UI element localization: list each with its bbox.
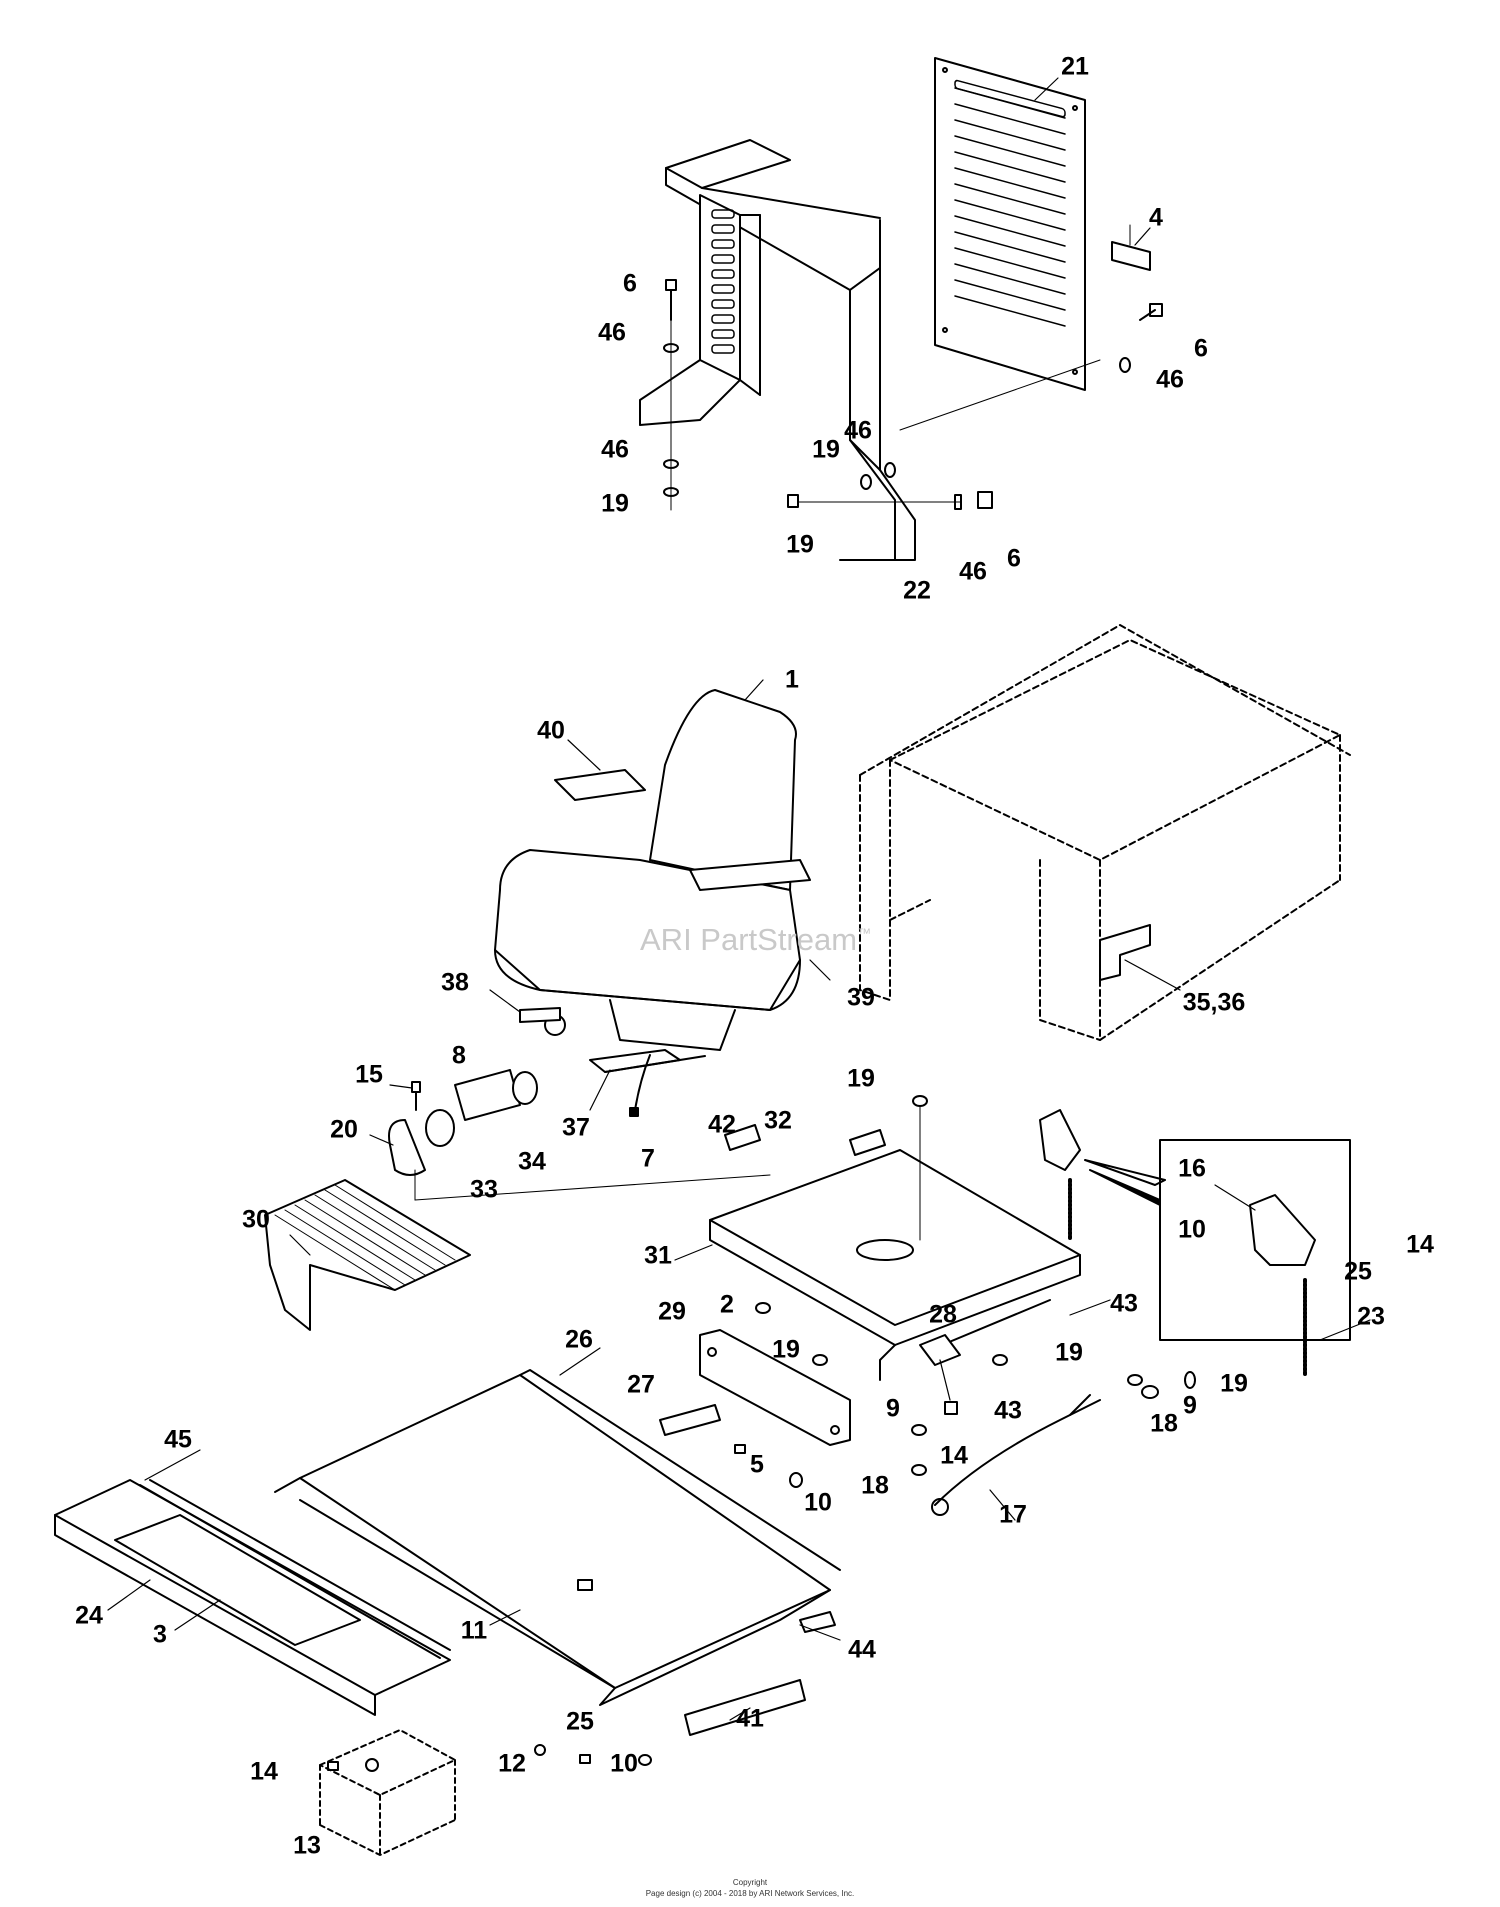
part-callout-c-19b: 19: [601, 490, 629, 518]
part-callout-c-37: 37: [562, 1114, 590, 1142]
part-callout-c-32: 32: [764, 1107, 792, 1135]
part-callout-c-16: 16: [1178, 1155, 1206, 1183]
part-callout-c-46b: 46: [1156, 366, 1184, 394]
part-callout-c-12: 12: [498, 1750, 526, 1778]
part-callout-c-41: 41: [736, 1705, 764, 1733]
part-callout-c-46c: 46: [844, 417, 872, 445]
part-callout-c-42: 42: [708, 1111, 736, 1139]
footer-page-design: Page design (c) 2004 - 2018 by ARI Netwo…: [645, 1889, 855, 1898]
part-callout-c-19a: 19: [812, 436, 840, 464]
part-callout-c-10c: 10: [610, 1750, 638, 1778]
part-callout-c-46d: 46: [601, 436, 629, 464]
part-callout-c-21: 21: [1061, 53, 1089, 81]
part-callout-c-43b: 43: [994, 1397, 1022, 1425]
part-callout-c-17: 17: [999, 1501, 1027, 1529]
part-callout-c-27: 27: [627, 1371, 655, 1399]
hood-decal: [1099, 924, 1151, 981]
part-callout-c-19f: 19: [1055, 1339, 1083, 1367]
part-callout-c-38: 38: [441, 969, 469, 997]
small-parts-cluster: [388, 1069, 771, 1201]
part-callout-c-9a: 9: [886, 1395, 900, 1423]
footer-copyright: Copyright: [732, 1878, 768, 1887]
floor-plate: [274, 1369, 841, 1706]
part-callout-c-2: 2: [720, 1291, 734, 1319]
spring-detail: [1039, 1109, 1351, 1377]
part-callout-c-25b: 25: [566, 1708, 594, 1736]
lower-bracket-outline: [319, 1729, 456, 1856]
part-callout-c-33: 33: [470, 1176, 498, 1204]
part-callout-c-29: 29: [658, 1298, 686, 1326]
part-callout-c-14c: 14: [250, 1758, 278, 1786]
part-callout-c-28: 28: [929, 1301, 957, 1329]
part-callout-c-40: 40: [537, 717, 565, 745]
part-callout-c-45: 45: [164, 1426, 192, 1454]
seat-mount-plate: [709, 1149, 1081, 1381]
part-callout-c-35: 35,36: [1183, 989, 1246, 1017]
part-callout-c-4a: 4: [1149, 204, 1163, 232]
detail-callout-wedge: [1089, 1169, 1161, 1206]
part-callout-c-3: 3: [153, 1621, 167, 1649]
part-callout-c-8: 8: [452, 1042, 466, 1070]
part-callout-c-19d: 19: [847, 1065, 875, 1093]
part-callout-c-25a: 25: [1344, 1258, 1372, 1286]
floor-mat: [264, 1179, 471, 1331]
console-bracket: [639, 139, 916, 561]
part-callout-c-23: 23: [1357, 1303, 1385, 1331]
part-callout-c-43a: 43: [1110, 1290, 1138, 1318]
part-callout-c-14a: 14: [1406, 1231, 1434, 1259]
console-hardware: [663, 279, 1163, 511]
part-callout-c-39: 39: [847, 984, 875, 1012]
part-callout-c-20: 20: [330, 1116, 358, 1144]
part-callout-c-10b: 10: [804, 1489, 832, 1517]
part-callout-c-6a: 6: [623, 270, 637, 298]
front-panel: [54, 1479, 451, 1716]
part-callout-c-6c: 6: [1007, 545, 1021, 573]
watermark: ARI PartStream™: [640, 922, 871, 957]
mount-bracket: [699, 1329, 851, 1446]
hood-outline: [859, 624, 1351, 1041]
part-callout-c-9b: 9: [1183, 1392, 1197, 1420]
part-callout-c-34: 34: [518, 1148, 546, 1176]
plate-hardware: [327, 1095, 1196, 1772]
part-callout-c-7: 7: [641, 1145, 655, 1173]
part-callout-c-19e: 19: [772, 1336, 800, 1364]
part-callout-c-24: 24: [75, 1602, 103, 1630]
part-callout-c-26: 26: [565, 1326, 593, 1354]
part-callout-c-44: 44: [848, 1636, 876, 1664]
part-callout-c-31: 31: [644, 1242, 672, 1270]
grille-panel: [934, 57, 1086, 391]
leader-lines: [107, 77, 1371, 1721]
part-callout-c-14b: 14: [940, 1442, 968, 1470]
part-callout-c-30: 30: [242, 1206, 270, 1234]
part-callout-c-15: 15: [355, 1061, 383, 1089]
part-callout-c-19g: 19: [1220, 1370, 1248, 1398]
part-callout-c-1: 1: [785, 666, 799, 694]
part-callout-c-10a: 10: [1178, 1216, 1206, 1244]
part-callout-c-19c: 19: [786, 531, 814, 559]
decal: [1111, 241, 1151, 271]
cable-assembly: [931, 1394, 1101, 1516]
part-callout-c-22: 22: [903, 577, 931, 605]
part-callout-c-46a: 46: [598, 319, 626, 347]
seat: [494, 689, 811, 1117]
part-callout-c-11: 11: [461, 1617, 488, 1645]
part-callout-c-13: 13: [293, 1832, 321, 1860]
part-callout-c-5: 5: [750, 1451, 764, 1479]
part-callout-c-46e: 46: [959, 558, 987, 586]
part-callout-c-18b: 18: [861, 1472, 889, 1500]
part-callout-c-18a: 18: [1150, 1410, 1178, 1438]
part-callout-c-6b: 6: [1194, 335, 1208, 363]
